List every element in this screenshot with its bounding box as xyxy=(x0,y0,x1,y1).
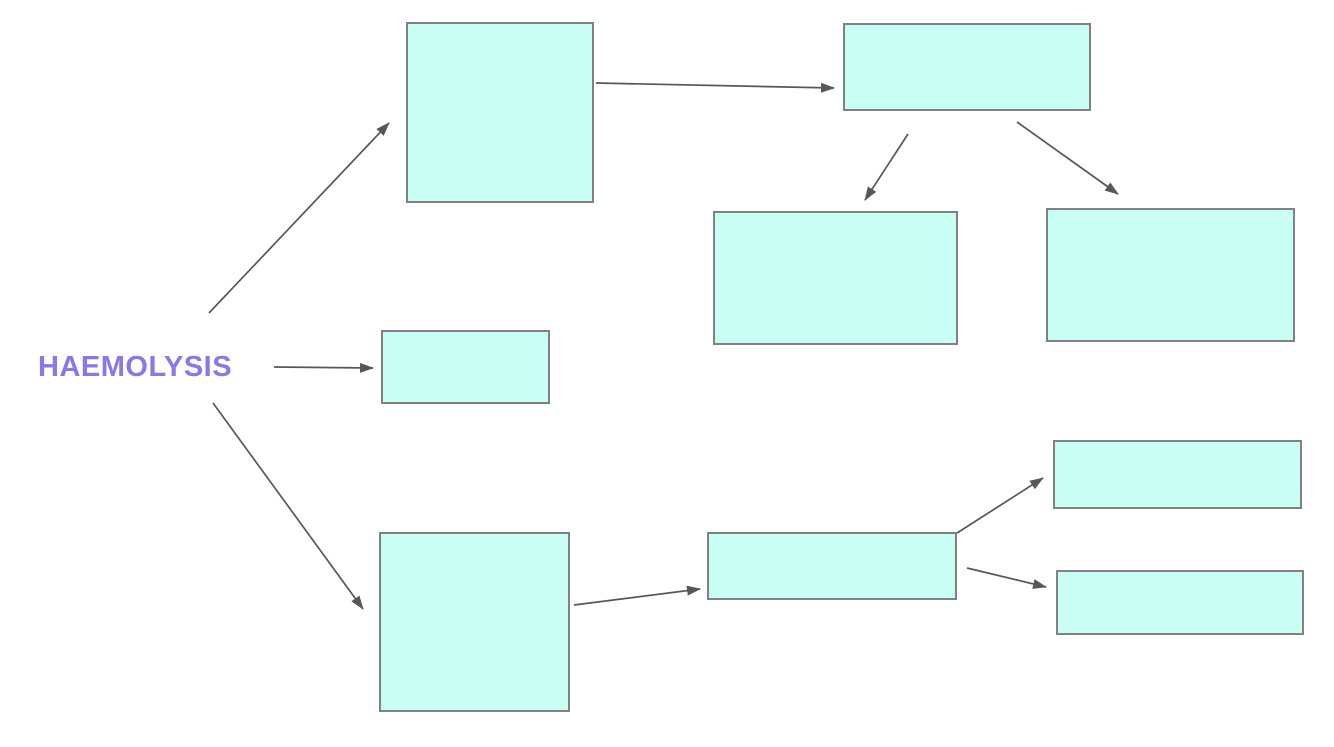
arrow-bottom-square-to-bottom-middle xyxy=(573,585,701,606)
arrow-haemolysis-to-bottom-square xyxy=(212,402,364,610)
node-bottom-middle[interactable] xyxy=(707,532,957,600)
arrow-bottom-middle-to-right-upper xyxy=(956,477,1044,534)
arrow-haemolysis-to-middle-small xyxy=(273,362,374,373)
arrow-top-wide-to-upper-branch-left xyxy=(864,133,909,201)
node-bottom-square[interactable] xyxy=(379,532,570,712)
node-bottom-right-upper[interactable] xyxy=(1053,440,1302,509)
node-top-square[interactable] xyxy=(406,22,594,203)
arrow-top-square-to-top-wide xyxy=(595,82,835,93)
node-bottom-right-lower[interactable] xyxy=(1056,570,1304,635)
arrow-bottom-middle-to-right-lower xyxy=(966,567,1047,589)
arrow-top-wide-to-upper-branch-right xyxy=(1016,121,1119,195)
arrow-haemolysis-to-top-square xyxy=(208,122,390,314)
node-upper-branch-right[interactable] xyxy=(1046,208,1295,342)
node-top-wide[interactable] xyxy=(843,23,1091,111)
root-label-haemolysis: HAEMOLYSIS xyxy=(38,351,233,383)
node-upper-branch-left[interactable] xyxy=(713,211,958,345)
node-middle-small[interactable] xyxy=(381,330,550,404)
